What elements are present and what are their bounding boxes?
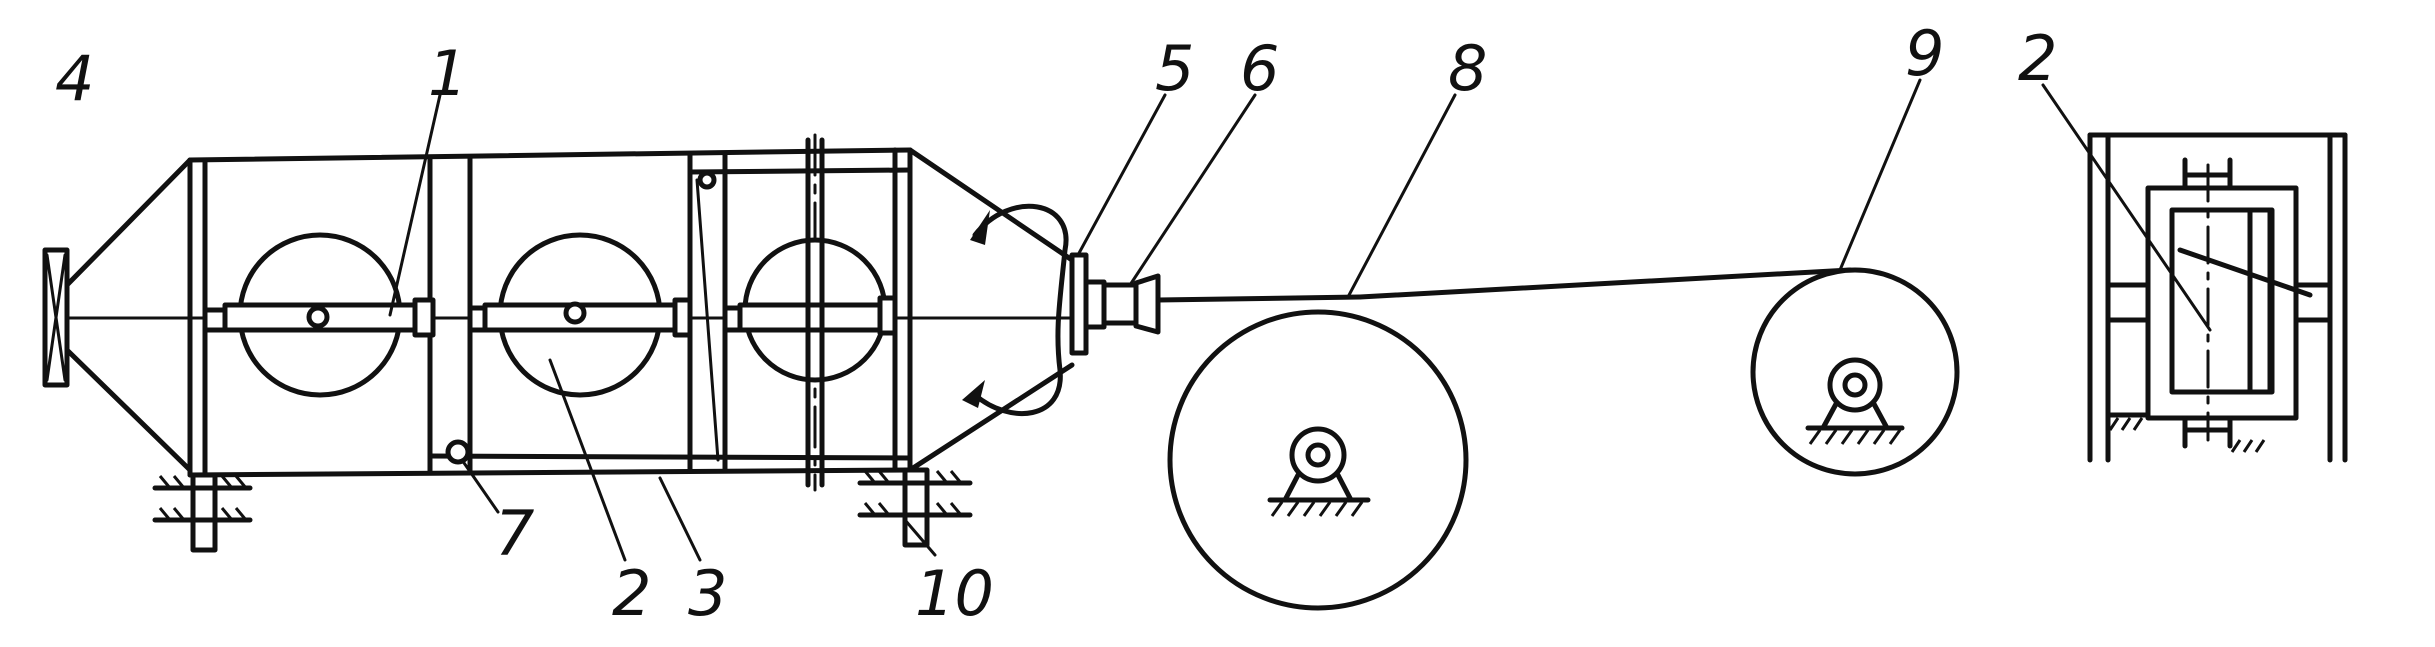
label-4: 4 bbox=[55, 42, 94, 115]
belt-upper-left bbox=[1155, 294, 1363, 303]
label-9: 9 bbox=[1905, 17, 1944, 90]
right-support-10 bbox=[857, 467, 973, 548]
pulley-9 bbox=[1750, 267, 1960, 477]
label-3: 3 bbox=[688, 557, 727, 630]
end-plate-4 bbox=[42, 247, 70, 388]
label-2-detail: 2 bbox=[2018, 22, 2057, 95]
leader-lines bbox=[388, 78, 2212, 562]
label-10: 10 bbox=[915, 557, 994, 630]
left-support bbox=[152, 472, 253, 553]
label-6: 6 bbox=[1240, 32, 1279, 105]
label-1: 1 bbox=[428, 37, 467, 110]
left-cone bbox=[64, 157, 193, 473]
coupling-6 bbox=[1101, 273, 1161, 335]
coupling-5 bbox=[1069, 252, 1107, 356]
label-2: 2 bbox=[612, 557, 651, 630]
wheel-1 bbox=[202, 232, 436, 398]
wheel-3 bbox=[722, 237, 898, 383]
belt-upper bbox=[1357, 267, 1853, 300]
right-cone bbox=[907, 147, 1075, 473]
pulley-8 bbox=[1167, 309, 1469, 611]
detail-view bbox=[2087, 132, 2348, 463]
label-8: 8 bbox=[1448, 32, 1487, 105]
label-5: 5 bbox=[1155, 32, 1194, 105]
label-7: 7 bbox=[495, 497, 534, 570]
wheel-2 bbox=[467, 232, 693, 398]
